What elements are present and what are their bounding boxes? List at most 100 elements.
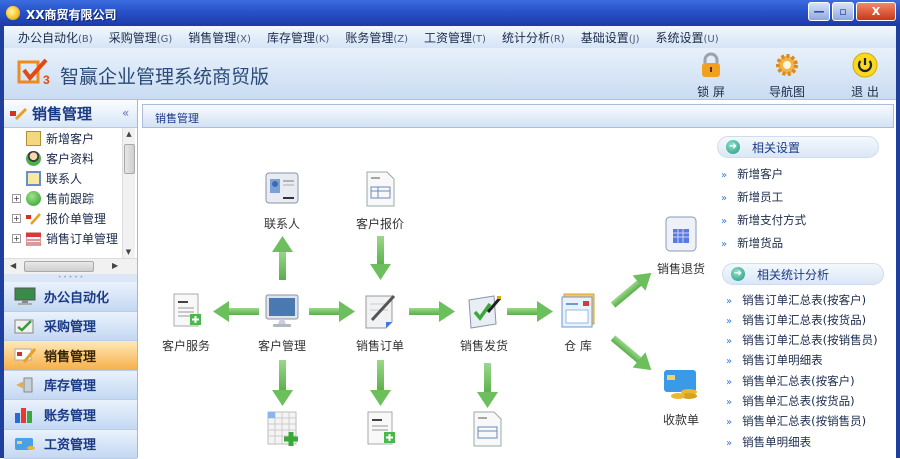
- arrow-circle-icon: ➜: [731, 267, 745, 281]
- settings-link[interactable]: »新增客户: [721, 166, 783, 182]
- menu-basic-settings[interactable]: 基础设置(J): [581, 29, 640, 46]
- inventory-icon: [14, 376, 36, 394]
- check-sheet-icon: [466, 292, 502, 330]
- double-chevron-icon: »: [726, 377, 732, 388]
- stats-link[interactable]: »销售单汇总表(按客户): [726, 373, 855, 389]
- stats-link[interactable]: »销售订单汇总表(按客户): [726, 292, 866, 308]
- sidebar-header: 销售管理 «: [4, 100, 137, 128]
- stats-link[interactable]: »销售单汇总表(按货品): [726, 393, 855, 409]
- arrow-down-icon: [370, 360, 391, 406]
- title-bar: XX商贸有限公司 — ▫ X: [0, 0, 900, 26]
- stats-link[interactable]: »销售单明细表: [726, 434, 811, 450]
- tree-item-contacts[interactable]: 联系人: [26, 168, 82, 188]
- double-chevron-icon: »: [721, 170, 727, 181]
- stats-link[interactable]: »销售单汇总表(按销售员): [726, 413, 866, 429]
- menu-purchasing[interactable]: 采购管理(G): [109, 29, 173, 46]
- navigation-map-button[interactable]: 导航图: [762, 52, 812, 100]
- sales-pencil-icon: [10, 107, 28, 121]
- exit-button[interactable]: 退 出: [840, 52, 890, 100]
- tree-item-quote-management[interactable]: + 报价单管理: [12, 208, 106, 228]
- id-card-icon: [26, 131, 41, 146]
- tree-item-new-customer[interactable]: 新增客户: [26, 128, 94, 148]
- node-customer-quote[interactable]: 客户报价: [345, 170, 415, 232]
- nav-accounting[interactable]: 账务管理: [4, 400, 137, 430]
- warehouse-window-icon: [560, 292, 596, 330]
- scroll-thumb[interactable]: [24, 261, 94, 272]
- collapse-sidebar-icon[interactable]: «: [122, 106, 129, 120]
- related-settings-header: ➜ 相关设置: [717, 136, 879, 158]
- maximize-icon: ▫: [839, 5, 846, 18]
- banner: 3 智赢企业管理系统商贸版 锁 屏 导航图 退 出: [4, 48, 896, 100]
- sidebar-title: 销售管理: [32, 103, 92, 124]
- tree-item-presales-tracking[interactable]: + 售前跟踪: [12, 188, 94, 208]
- scroll-thumb[interactable]: [124, 144, 135, 174]
- node-invoice[interactable]: [452, 410, 522, 451]
- node-customer-service[interactable]: 客户服务: [151, 292, 221, 354]
- node-customer-management[interactable]: 客户管理: [247, 292, 317, 354]
- monitor-icon: [264, 292, 300, 330]
- card-coins-icon: [663, 366, 699, 404]
- nav-payroll[interactable]: 工资管理: [4, 430, 137, 459]
- node-contacts[interactable]: 联系人: [247, 170, 317, 232]
- tree-horizontal-scrollbar[interactable]: ◀ ▶: [4, 258, 137, 274]
- payroll-card-icon: [14, 435, 36, 453]
- stats-link[interactable]: »销售订单汇总表(按销售员): [726, 332, 878, 348]
- node-sales-delivery[interactable]: 销售发货: [449, 292, 519, 354]
- settings-link[interactable]: »新增货品: [721, 235, 783, 251]
- pen-document-icon: [362, 292, 398, 330]
- tree-vertical-scrollbar[interactable]: ▲ ▼: [122, 128, 135, 258]
- lock-screen-button[interactable]: 锁 屏: [686, 52, 736, 100]
- contact-card-icon: [264, 170, 300, 208]
- minimize-icon: —: [814, 5, 825, 18]
- minimize-button[interactable]: —: [808, 2, 830, 21]
- person-icon: [26, 151, 41, 166]
- node-warehouse[interactable]: 仓 库: [543, 292, 613, 354]
- return-blocks-icon: [663, 215, 699, 253]
- arrow-up-icon: [272, 236, 293, 280]
- nav-sales[interactable]: 销售管理: [4, 341, 137, 371]
- menu-inventory[interactable]: 库存管理(K): [267, 29, 329, 46]
- menu-system-settings[interactable]: 系统设置(U): [656, 29, 719, 46]
- node-sales-return[interactable]: 销售退货: [646, 215, 716, 277]
- menu-sales[interactable]: 销售管理(X): [188, 29, 251, 46]
- sidebar: 销售管理 « 新增客户 客户资料 联系人 + 售前跟踪 +: [4, 100, 138, 458]
- arrow-down-icon: [370, 236, 391, 280]
- pencil-quote-icon: [26, 211, 41, 226]
- menu-payroll[interactable]: 工资管理(T): [424, 29, 486, 46]
- stats-link[interactable]: »销售订单明细表: [726, 352, 823, 368]
- double-chevron-icon: »: [726, 296, 732, 307]
- main-content: 销售管理 联系人: [139, 100, 896, 458]
- close-button[interactable]: X: [856, 2, 896, 21]
- menu-statistics[interactable]: 统计分析(R): [502, 29, 565, 46]
- double-chevron-icon: »: [721, 193, 727, 204]
- tree-item-sales-order-management[interactable]: + 销售订单管理: [12, 228, 118, 248]
- double-chevron-icon: »: [726, 417, 732, 428]
- menu-office-automation[interactable]: 办公自动化(B): [18, 29, 93, 46]
- svg-text:3: 3: [43, 73, 50, 87]
- menu-accounting[interactable]: 账务管理(Z): [345, 29, 408, 46]
- expand-icon[interactable]: +: [12, 214, 21, 223]
- node-document-add[interactable]: [345, 410, 415, 451]
- settings-link[interactable]: »新增员工: [721, 189, 783, 205]
- nav-inventory[interactable]: 库存管理: [4, 371, 137, 401]
- nav-purchasing[interactable]: 采购管理: [4, 312, 137, 342]
- tree-item-customer-info[interactable]: 客户资料: [26, 148, 94, 168]
- sidebar-tree: 新增客户 客户资料 联系人 + 售前跟踪 + 报价单管理 +: [4, 128, 137, 258]
- maximize-button[interactable]: ▫: [832, 2, 854, 21]
- gear-icon: [774, 52, 800, 78]
- expand-icon[interactable]: +: [12, 194, 21, 203]
- document-add-icon: [168, 292, 204, 330]
- expand-icon[interactable]: +: [12, 234, 21, 243]
- nav-office-automation[interactable]: 办公自动化: [4, 282, 137, 312]
- settings-link[interactable]: »新增支付方式: [721, 212, 806, 228]
- lock-icon: [698, 52, 724, 78]
- quote-document-icon: [362, 170, 398, 208]
- node-sales-order[interactable]: 销售订单: [345, 292, 415, 354]
- node-receipt[interactable]: 收款单: [646, 366, 716, 428]
- double-chevron-icon: »: [726, 438, 732, 449]
- node-spreadsheet-add[interactable]: [247, 410, 317, 451]
- splitter-grip[interactable]: • • • • •: [4, 274, 137, 282]
- double-chevron-icon: »: [726, 397, 732, 408]
- double-chevron-icon: »: [721, 216, 727, 227]
- stats-link[interactable]: »销售订单汇总表(按货品): [726, 312, 866, 328]
